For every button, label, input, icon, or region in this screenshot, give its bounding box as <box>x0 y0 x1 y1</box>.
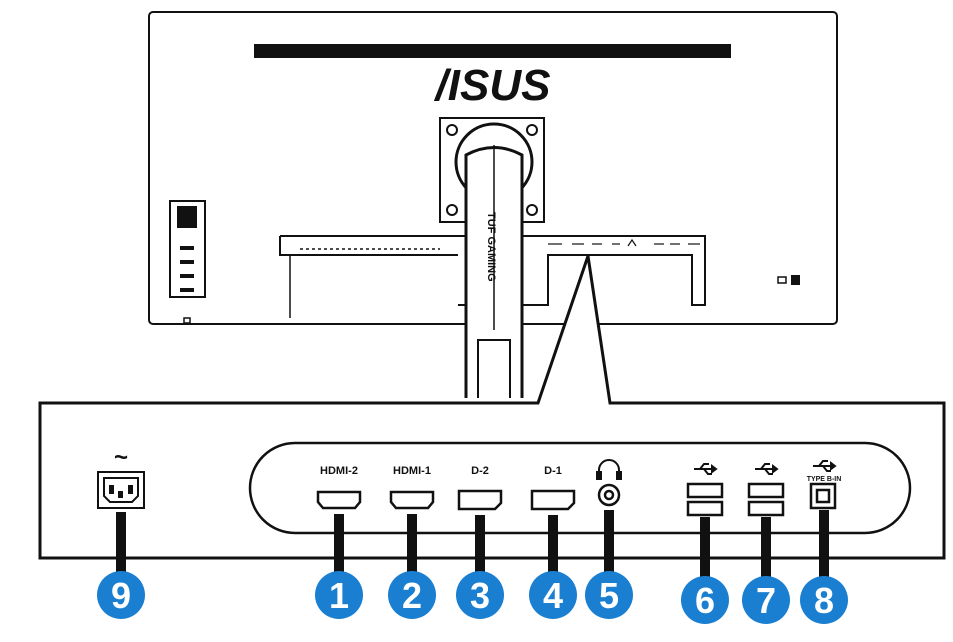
port-label-dp-2: D-2 <box>471 465 489 477</box>
port-label-type-b-in: TYPE B-IN <box>807 476 842 483</box>
hdmi-port-icon <box>389 490 435 510</box>
callout-number-8: 8 <box>814 580 834 621</box>
side-controls <box>169 200 206 298</box>
callout-number-6: 6 <box>695 580 715 621</box>
callout-number-3: 3 <box>470 575 490 616</box>
displayport-port-icon <box>457 489 503 511</box>
usb-symbol-icon <box>755 463 779 475</box>
usb-b-port-icon <box>809 482 837 510</box>
port-label-hdmi-2: HDMI-2 <box>320 465 358 477</box>
callout-badge-7 <box>742 576 790 624</box>
callout-frame <box>38 255 946 560</box>
callout-badge-5 <box>585 571 633 619</box>
usb-symbol-icon <box>694 463 718 475</box>
leader-lines <box>116 510 829 580</box>
callout-number-9: 9 <box>111 575 131 616</box>
port-ledge <box>280 235 706 306</box>
callout-badge-8 <box>800 576 848 624</box>
callout-number-4: 4 <box>543 575 563 616</box>
top-vent <box>254 44 731 58</box>
callout-number-7: 7 <box>756 580 776 621</box>
port-callout-panel <box>38 255 946 560</box>
ac-power-inlet-icon <box>97 471 145 509</box>
callout-badge-3 <box>456 571 504 619</box>
usb-a-port-icon <box>747 482 785 499</box>
usb-a-port-icon <box>686 500 724 517</box>
stand-brand-text: TUF GAMING <box>485 212 497 282</box>
usb-a-port-icon <box>686 482 724 499</box>
port-label-dp-1: D-1 <box>544 465 562 477</box>
callout-badge-9 <box>97 571 145 619</box>
asus-logo: /ISUS <box>434 61 551 110</box>
ac-symbol: ~ <box>114 444 128 471</box>
usb-symbol-icon <box>813 460 837 472</box>
hdmi-port-icon <box>316 490 362 510</box>
callout-number-5: 5 <box>599 575 619 616</box>
callout-number-2: 2 <box>402 575 422 616</box>
callout-number-1: 1 <box>329 575 349 616</box>
usb-a-port-icon <box>747 500 785 517</box>
io-panel <box>248 441 912 535</box>
monitor-back <box>148 11 838 398</box>
callout-badge-4 <box>529 571 577 619</box>
callout-badge-6 <box>681 576 729 624</box>
callout-badge-1 <box>315 571 363 619</box>
callout-badge-2 <box>388 571 436 619</box>
headphone-jack-icon <box>597 483 621 507</box>
displayport-port-icon <box>530 489 576 511</box>
headphone-icon <box>598 459 620 478</box>
port-label-hdmi-1: HDMI-1 <box>393 465 431 477</box>
